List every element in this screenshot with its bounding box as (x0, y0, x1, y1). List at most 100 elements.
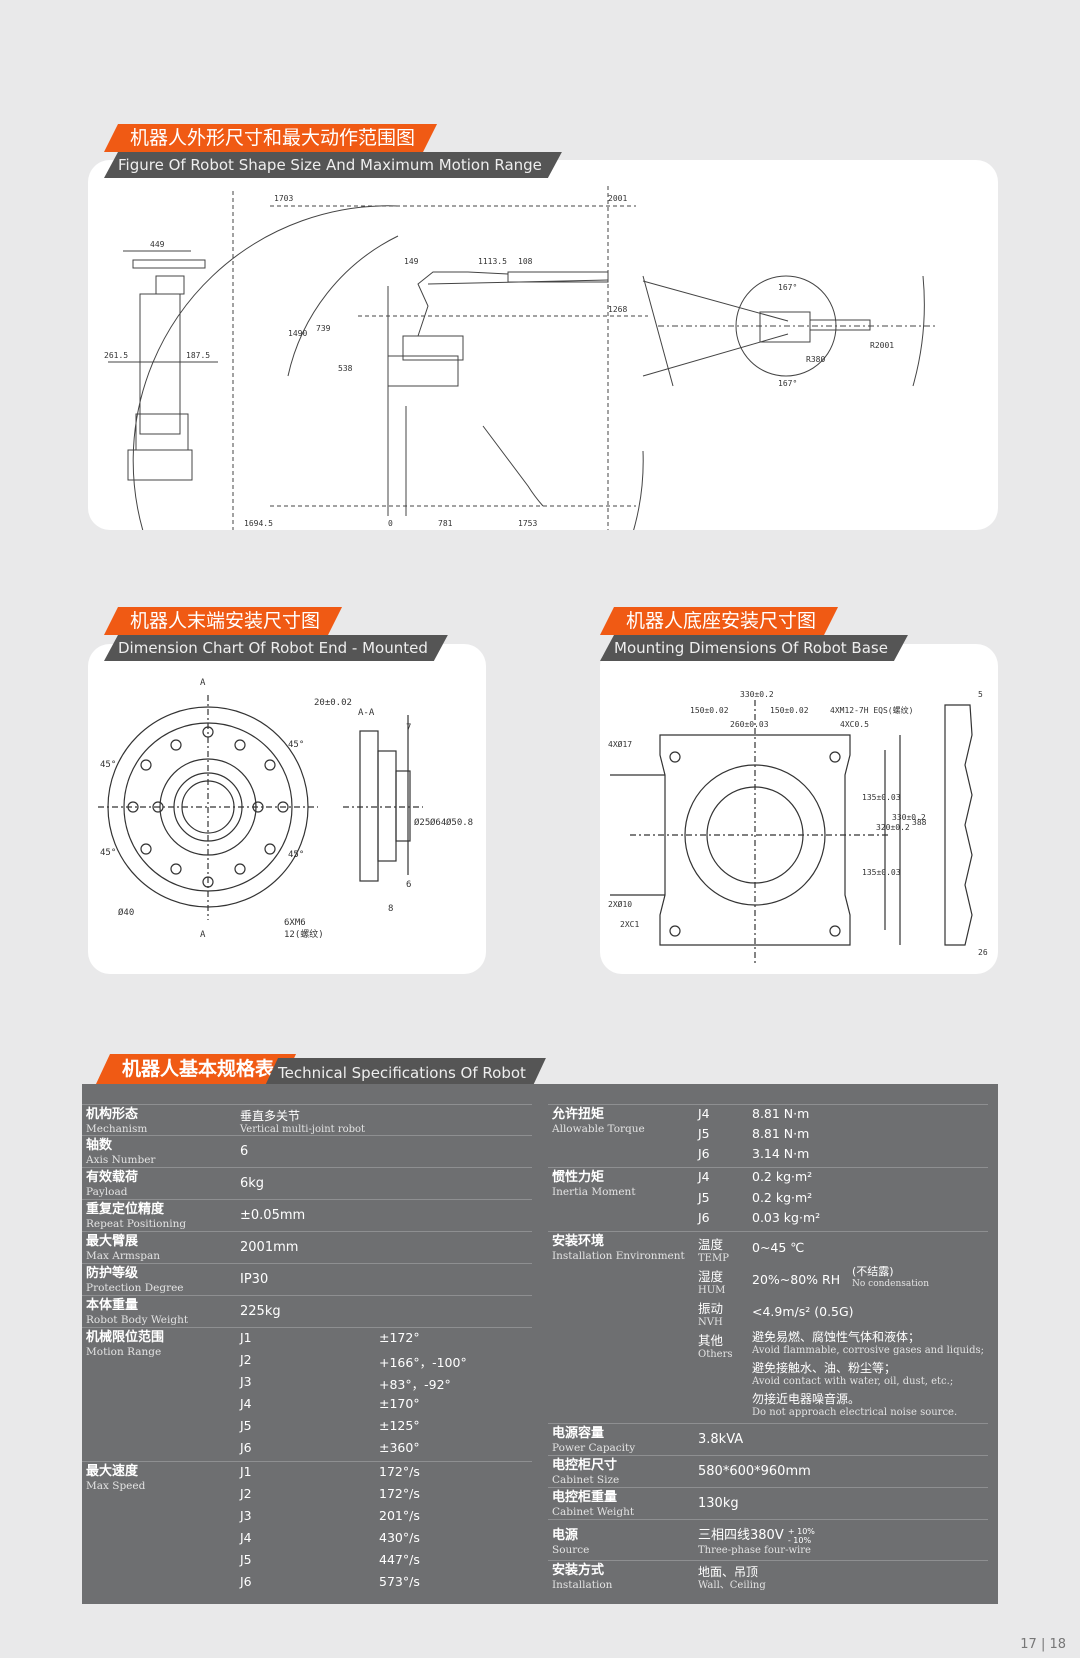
value: 6kg (240, 1176, 265, 1191)
label-cn: 电源容量 (552, 1426, 605, 1441)
label-cn: 机械限位范围 (86, 1330, 165, 1345)
base-mount-drawing: 330±0.2 150±0.02 150±0.02 260±0.03 4XM12… (608, 690, 988, 965)
label-7: 7 (406, 723, 411, 733)
section-title-cn: 机器人外形尺寸和最大动作范围图 (104, 124, 437, 152)
label-d50-8: Ø50.8 (446, 817, 473, 828)
dim-108: 108 (518, 257, 533, 266)
dim-538: 538 (338, 364, 353, 373)
tq-j5-val: 8.81 N·m (752, 1126, 810, 1141)
dim-1753: 1753 (518, 519, 537, 528)
ms-j2-val: 172°/s (379, 1486, 420, 1501)
value: 130kg (698, 1496, 739, 1511)
mr-j3: J3 (240, 1374, 252, 1389)
ms-j4-val: 430°/s (379, 1530, 420, 1545)
value: 垂直多关节 (240, 1109, 301, 1123)
dim-r2001: R2001 (870, 341, 894, 350)
label-en: Installation (552, 1579, 613, 1591)
label-a-bottom: A (200, 930, 206, 940)
value: ±0.05mm (240, 1208, 306, 1223)
ms-j6: J6 (240, 1574, 252, 1589)
label-cn: 重复定位精度 (86, 1202, 165, 1217)
label-en: Axis Number (86, 1154, 156, 1166)
tq-j5: J5 (698, 1126, 710, 1141)
value: 580*600*960mm (698, 1464, 811, 1479)
dim-26: 26 (978, 948, 988, 957)
label-cn: 本体重量 (86, 1298, 139, 1313)
label-en: Installation Environment (552, 1250, 685, 1262)
value: IP30 (240, 1272, 269, 1287)
label-cn: 电控柜重量 (552, 1490, 618, 1505)
mr-j2-val: +166°，-100° (379, 1355, 467, 1370)
mr-j5: J5 (240, 1418, 252, 1433)
ms-j1: J1 (240, 1464, 252, 1479)
label-en: Cabinet Size (552, 1474, 620, 1486)
label-cn: 轴数 (86, 1138, 113, 1153)
label-cn: 允许扭矩 (552, 1107, 605, 1122)
dim-781: 781 (438, 519, 453, 528)
dim-150-left: 150±0.02 (690, 706, 729, 715)
value: 三相四线380V + 10%- 10% Three-phase four-wir… (698, 1526, 815, 1556)
dim-r380: R380 (806, 355, 825, 364)
dim-320: 320±0.2 (876, 823, 910, 832)
label-cn: 有效载荷 (86, 1170, 139, 1185)
label-en: Allowable Torque (552, 1123, 645, 1135)
ms-j1-val: 172°/s (379, 1464, 420, 1479)
label-en: Cabinet Weight (552, 1506, 635, 1518)
label-45-1: 45° (100, 760, 116, 770)
label-cn: 惯性力矩 (552, 1170, 605, 1185)
label-cn: 安装方式 (552, 1563, 605, 1578)
env-others-val: 避免易燃、腐蚀性气体和液体；Avoid flammable, corrosive… (752, 1330, 985, 1418)
in-j4: J4 (698, 1169, 710, 1184)
value: 2001mm (240, 1240, 299, 1255)
section-title-cn: 机器人末端安装尺寸图 (104, 607, 342, 635)
dim-4xc0-5: 4XC0.5 (840, 720, 869, 729)
label-45-3: 45° (288, 740, 304, 750)
in-j5-val: 0.2 kg·m² (752, 1190, 813, 1205)
label-en: Repeat Positioning (86, 1218, 187, 1230)
label-a-top: A (200, 678, 206, 688)
label-en: Robot Body Weight (86, 1314, 189, 1326)
tq-j6-val: 3.14 N·m (752, 1146, 810, 1161)
label-6: 6 (406, 880, 411, 890)
value: 3.8kVA (698, 1432, 744, 1447)
label-en: Source (552, 1544, 590, 1556)
dim-135-top: 135±0.03 (862, 793, 901, 802)
mr-j4: J4 (240, 1396, 252, 1411)
ms-j6-val: 573°/s (379, 1574, 420, 1589)
label-d40: Ø40 (118, 907, 134, 918)
label-en: Payload (86, 1186, 128, 1198)
mr-j4-val: ±170° (379, 1396, 420, 1411)
label-en: Max Speed (86, 1480, 146, 1492)
dim-1113-5: 1113.5 (478, 257, 507, 266)
dim-167-top: 167° (778, 283, 797, 292)
mr-j6: J6 (240, 1440, 252, 1455)
tq-j4: J4 (698, 1106, 710, 1121)
dim-388: 388 (912, 818, 927, 827)
mr-j5-val: ±125° (379, 1418, 420, 1433)
section-title-cn: 机器人基本规格表 (96, 1054, 296, 1084)
label-en: Mechanism (86, 1123, 148, 1135)
dim-260: 260±0.03 (730, 720, 769, 729)
label-d64: Ø64 (430, 817, 446, 828)
value: 6 (240, 1144, 249, 1159)
dim-5: 5 (978, 690, 983, 699)
dim-1490: 1490 (288, 329, 307, 338)
mr-j1-val: ±172° (379, 1330, 420, 1345)
label-cn: 防护等级 (86, 1266, 139, 1281)
tq-j4-val: 8.81 N·m (752, 1106, 810, 1121)
label-d25: Ø25 (414, 817, 430, 828)
mr-j6-val: ±360° (379, 1440, 420, 1455)
section-title-en: Mounting Dimensions Of Robot Base (600, 635, 908, 661)
dim-150-right: 150±0.02 (770, 706, 809, 715)
